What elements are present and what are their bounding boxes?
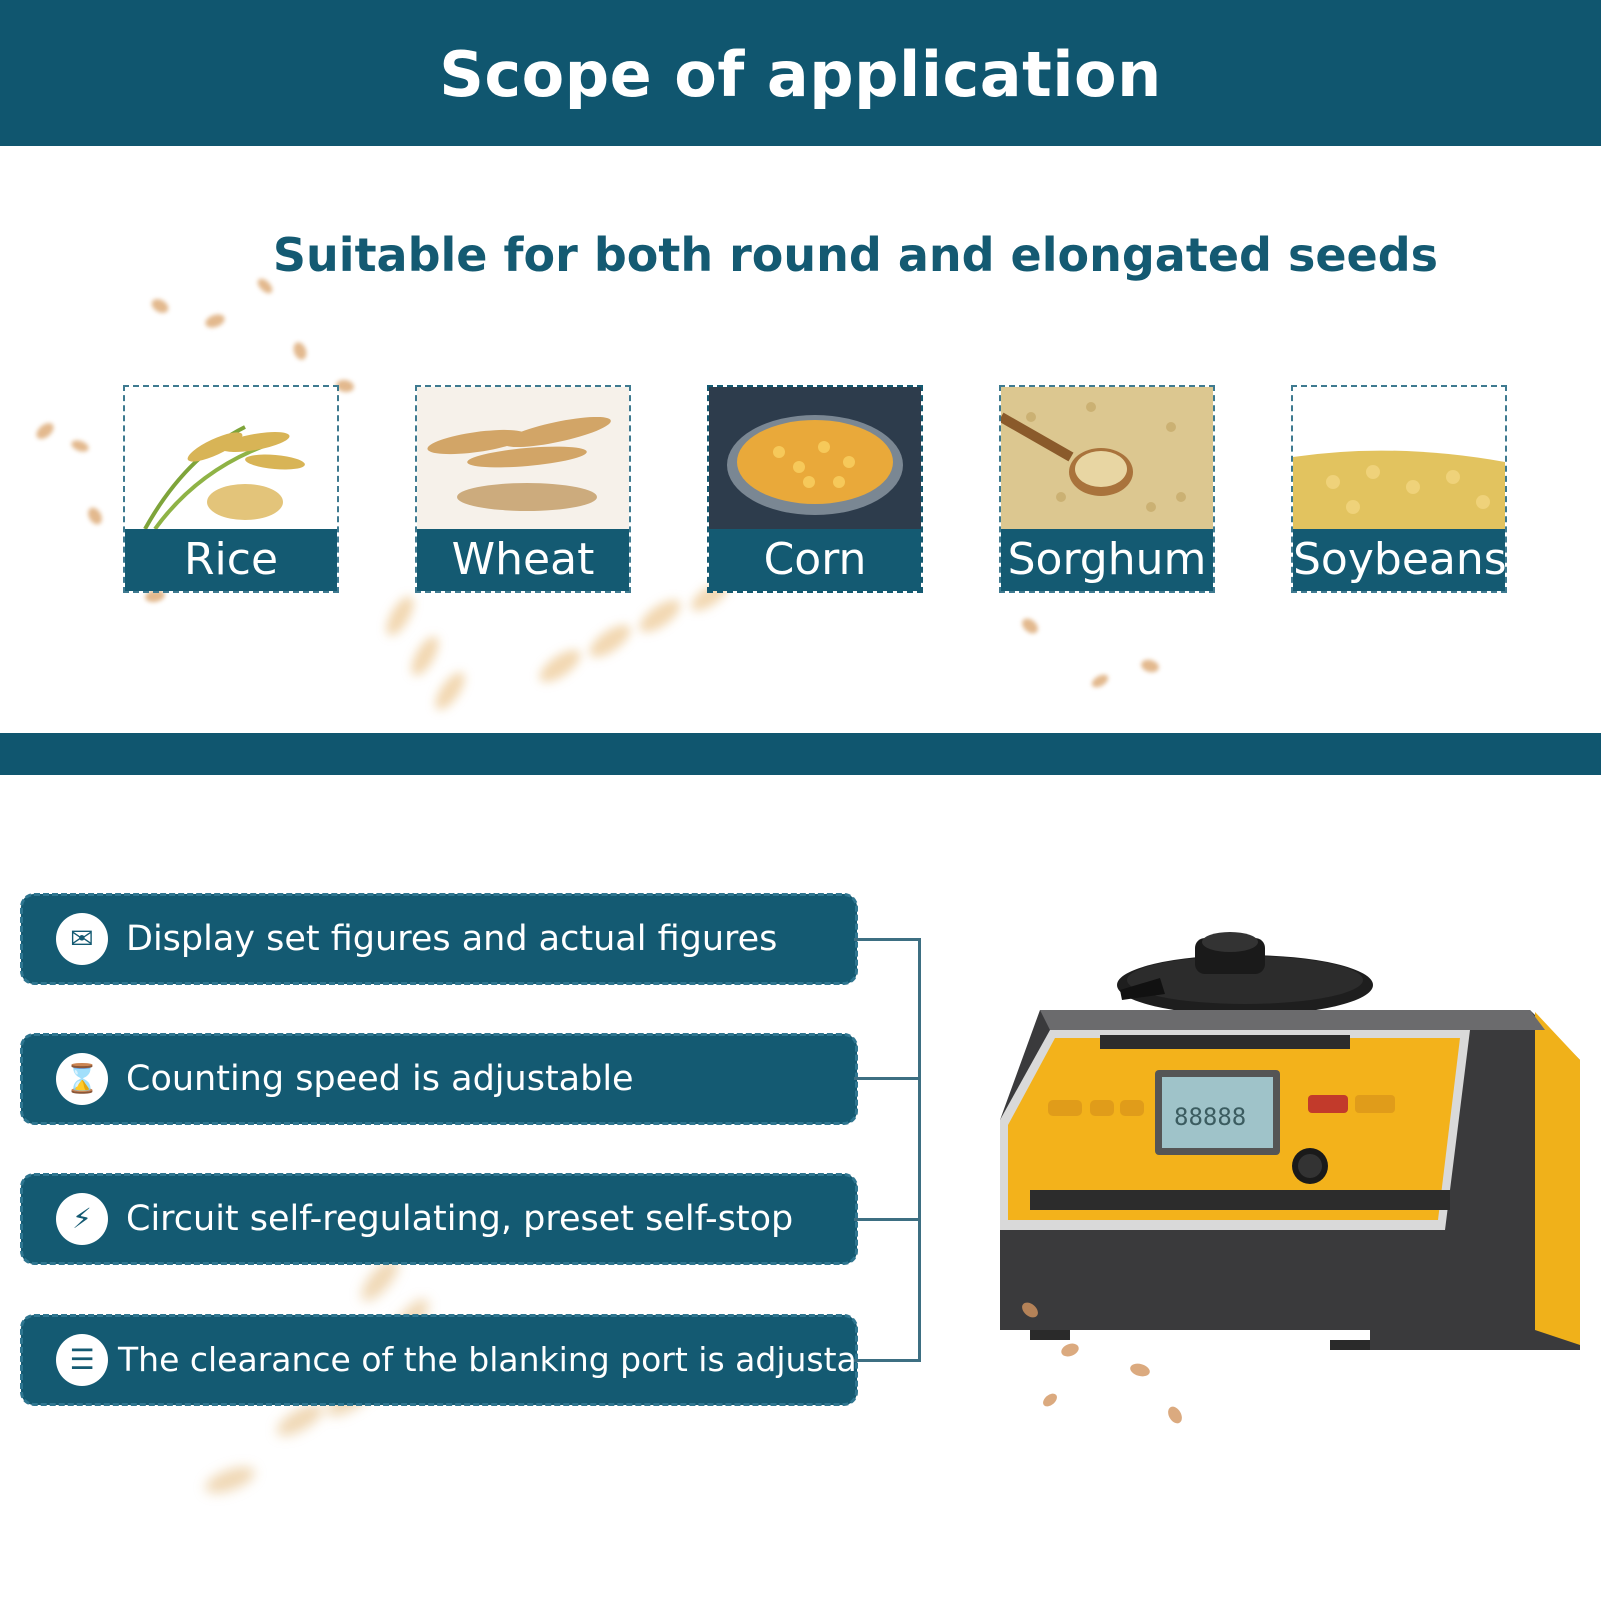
- subtitle: Suitable for both round and elongated se…: [272, 228, 1439, 282]
- connector-line: [854, 1077, 920, 1080]
- feature-label: Display set figures and actual figures: [126, 919, 778, 959]
- connector-line: [854, 938, 920, 941]
- corn-photo: [709, 387, 921, 529]
- connector-bracket: [918, 938, 921, 1362]
- header-band: [0, 0, 1601, 146]
- page-title: Scope of application: [439, 38, 1162, 111]
- seed-label-wheat: Wheat: [417, 529, 629, 591]
- seed-card-wheat: Wheat: [415, 385, 631, 593]
- seed-card-rice: Rice: [123, 385, 339, 593]
- sorghum-photo: [1001, 387, 1213, 529]
- lightning-icon: ⚡: [56, 1193, 108, 1245]
- feature-blanking-port: ☰ The clearance of the blanking port is …: [20, 1314, 907, 1406]
- seed-card-sorghum: Sorghum: [999, 385, 1215, 593]
- scattered-grains: [1022, 1302, 1182, 1424]
- seed-label-sorghum: Sorghum: [1001, 529, 1213, 591]
- seed-card-soybeans: Soybeans: [1291, 385, 1507, 593]
- feature-display-figures: ✉ Display set figures and actual figures: [20, 893, 858, 985]
- seed-label-rice: Rice: [125, 529, 337, 591]
- wheat-photo: [417, 387, 629, 529]
- feature-label: The clearance of the blanking port is ad…: [118, 1340, 908, 1379]
- feature-label: Circuit self-regulating, preset self-sto…: [126, 1199, 794, 1239]
- seed-card-corn: Corn: [707, 385, 923, 593]
- hourglass-icon: ⌛: [56, 1053, 108, 1105]
- feature-counting-speed: ⌛ Counting speed is adjustable: [20, 1033, 858, 1125]
- section-divider: [0, 733, 1601, 775]
- svg-text:88888: 88888: [1174, 1103, 1246, 1131]
- feature-circuit-regulating: ⚡ Circuit self-regulating, preset self-s…: [20, 1173, 858, 1265]
- feature-label: Counting speed is adjustable: [126, 1059, 634, 1099]
- rice-photo: [125, 387, 337, 529]
- seed-label-corn: Corn: [709, 529, 921, 591]
- seed-counter-machine-image: 88888: [1000, 932, 1580, 1350]
- connector-line: [854, 1359, 920, 1362]
- display-chat-icon: ✉: [56, 913, 108, 965]
- connector-line: [854, 1218, 920, 1221]
- seed-label-soybeans: Soybeans: [1293, 529, 1505, 591]
- soybeans-photo: [1293, 387, 1505, 529]
- layers-icon: ☰: [56, 1334, 108, 1386]
